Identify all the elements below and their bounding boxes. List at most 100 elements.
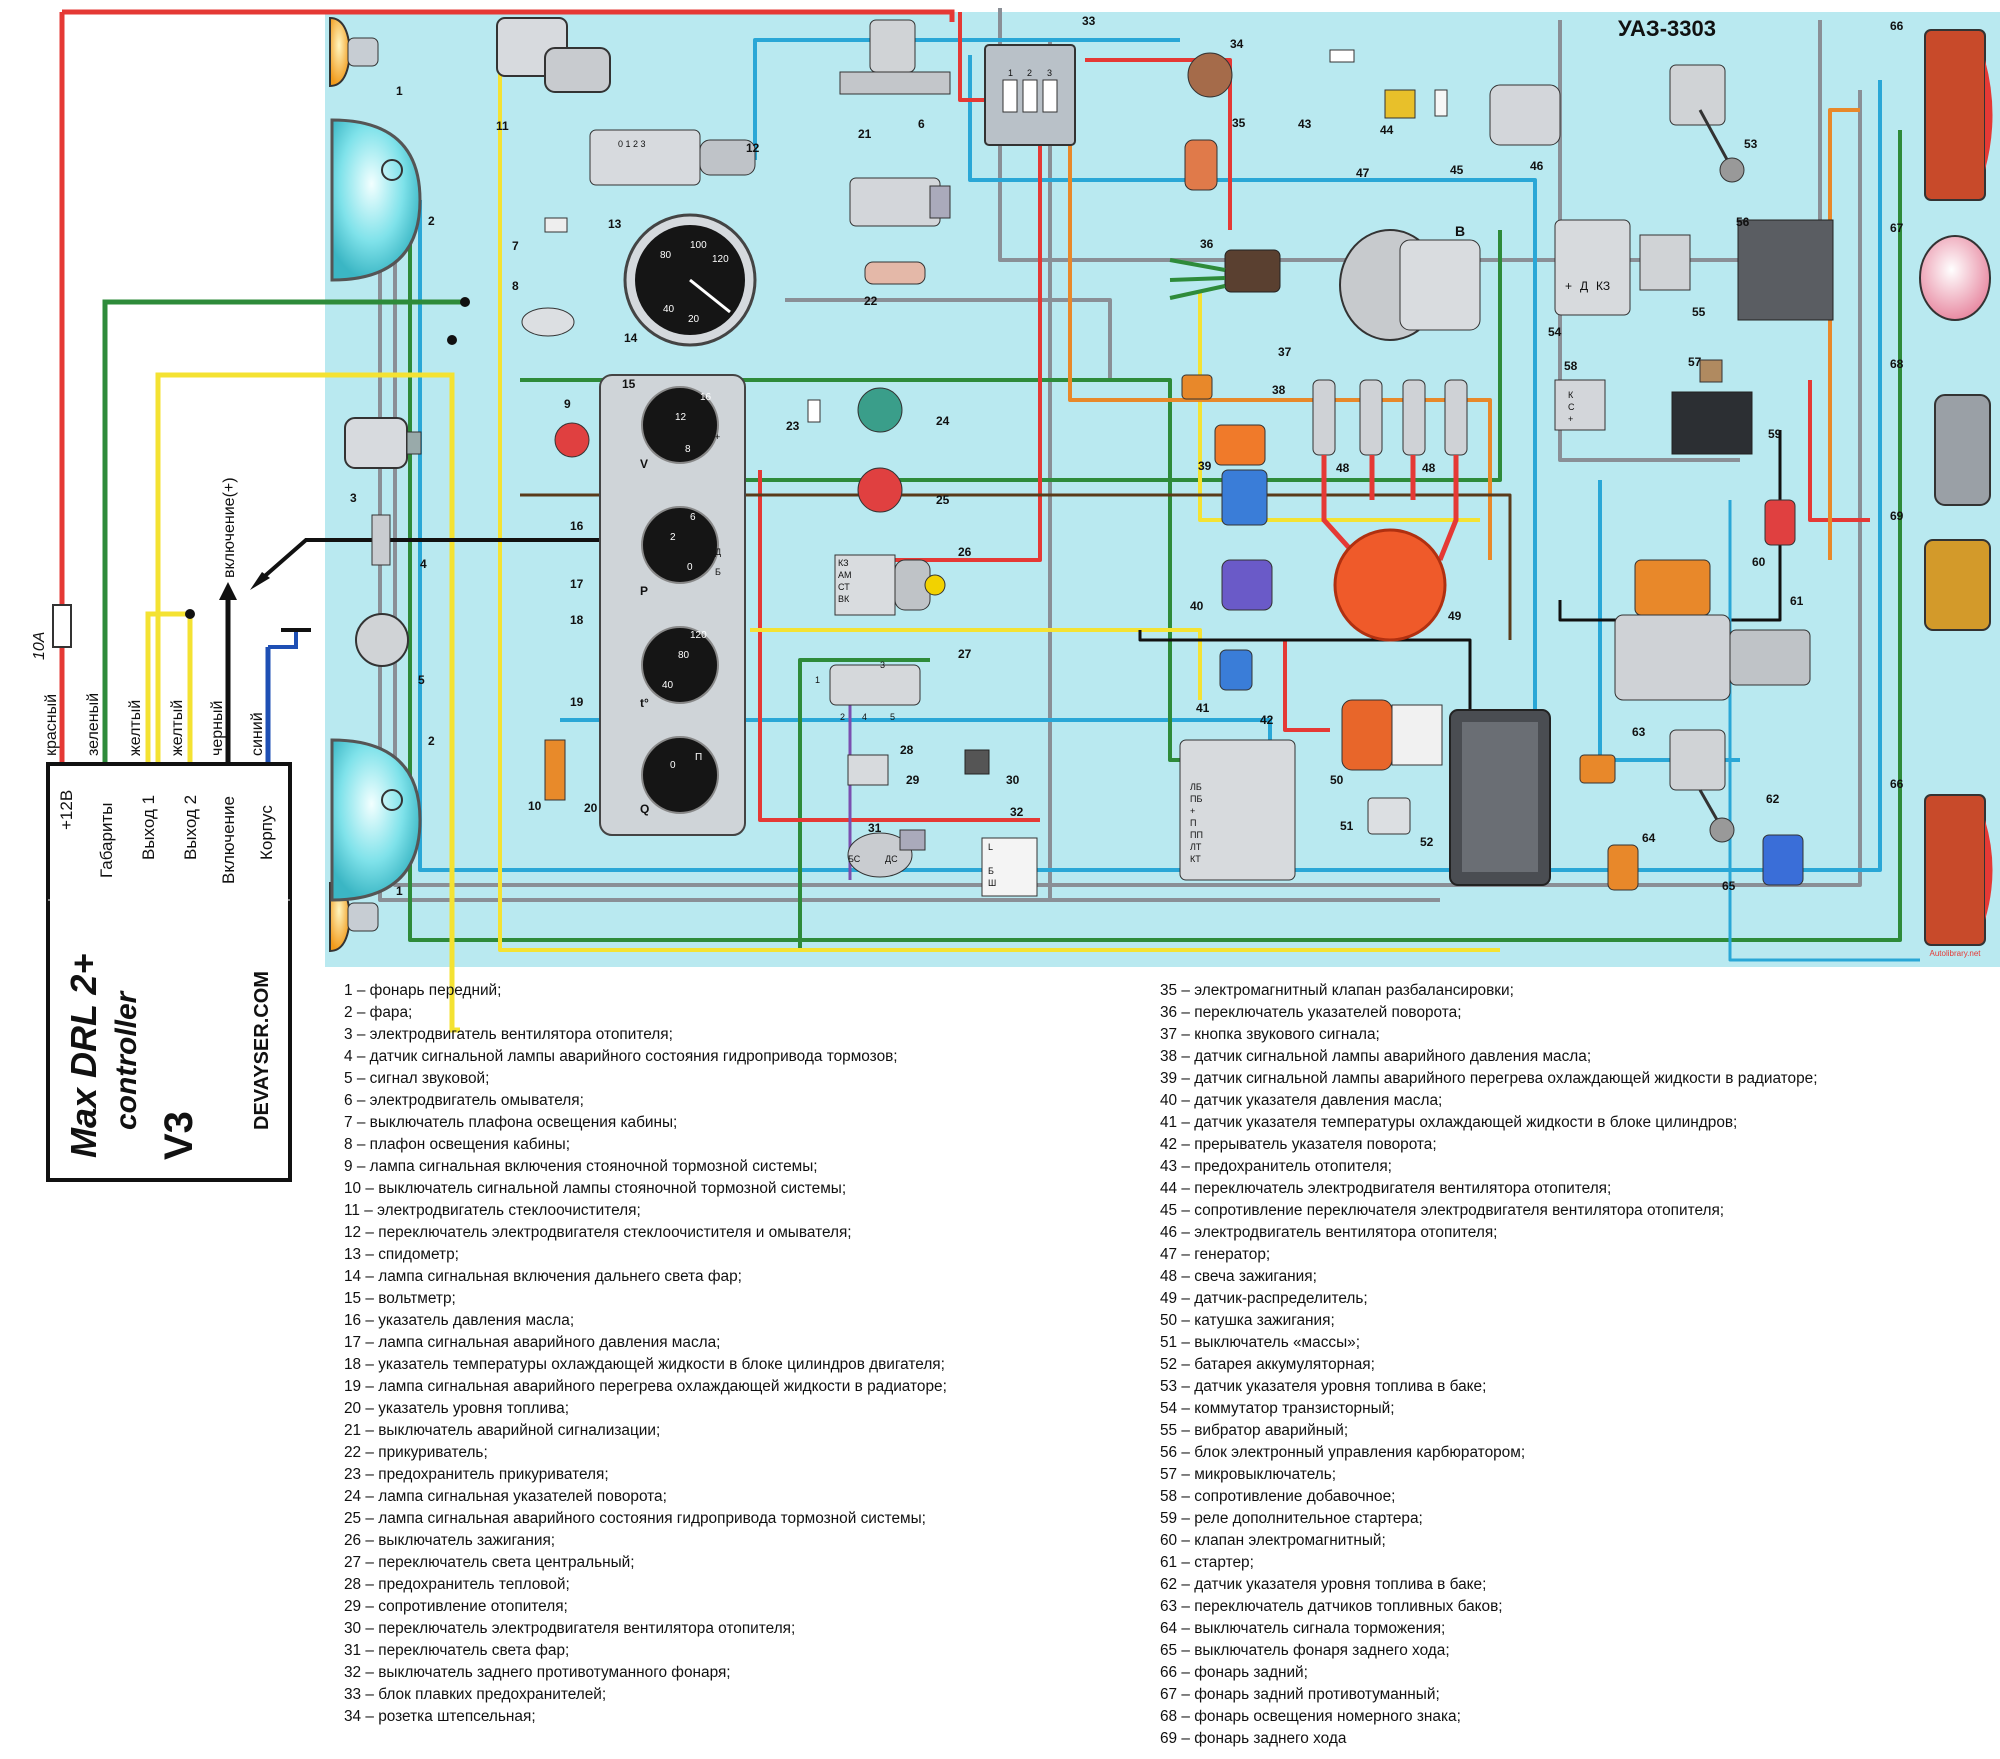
component-number: 64 bbox=[1642, 831, 1656, 845]
component-number: 37 bbox=[1278, 345, 1292, 359]
mass-switch bbox=[1367, 797, 1411, 835]
controller-name: Max DRL 2+ bbox=[63, 954, 104, 1158]
wire-yellow-long bbox=[155, 372, 460, 1033]
legend-item: 61 – стартер; bbox=[1160, 1554, 1254, 1571]
solenoid-valve-60 bbox=[1764, 499, 1796, 546]
temp-mark: 80 bbox=[678, 650, 690, 661]
controller-terminals: +12В Габариты Выход 1 Выход 2 Включение … bbox=[57, 790, 276, 884]
light-switch-pin: 2 bbox=[840, 712, 845, 722]
thermal-fuse bbox=[847, 754, 889, 786]
component-number: 36 bbox=[1200, 237, 1214, 251]
component-number: 24 bbox=[936, 414, 950, 428]
oil-pressure-sensor bbox=[1214, 424, 1266, 466]
generator bbox=[1339, 229, 1481, 341]
diagram-background bbox=[325, 12, 2000, 967]
component-number: 10 bbox=[528, 799, 542, 813]
wiper-switch bbox=[589, 129, 756, 186]
cabin-lamp bbox=[521, 307, 575, 337]
ign-pin: КЗ bbox=[838, 558, 849, 568]
legend-right: 35 – электромагнитный клапан разбалансир… bbox=[1160, 980, 1818, 1750]
component-number: 33 bbox=[1082, 14, 1096, 28]
legend-item: 22 – прикуриватель; bbox=[344, 1444, 488, 1461]
rear-lamp-bottom bbox=[1924, 794, 1993, 946]
controller-box bbox=[46, 762, 292, 1182]
component-number: 30 bbox=[1006, 773, 1020, 787]
brake-warning-lamp bbox=[857, 467, 903, 513]
light-switch-pin: 1 bbox=[815, 675, 820, 685]
component-number: 54 bbox=[1548, 325, 1562, 339]
component-number: 23 bbox=[786, 419, 800, 433]
heater-fan-switch bbox=[1384, 89, 1416, 119]
legend-item: 19 – лампа сигнальная аварийного перегре… bbox=[344, 1378, 947, 1395]
rear-fog-lamp bbox=[1919, 235, 1991, 321]
component-number: 1 bbox=[396, 84, 403, 98]
component-number: 48 bbox=[1422, 461, 1436, 475]
legend-item: 40 – датчик указателя давления масла; bbox=[1160, 1092, 1443, 1109]
gauge-letters: V Р t° Q bbox=[640, 457, 649, 816]
legend-item: 46 – электродвигатель вентилятора отопит… bbox=[1160, 1224, 1498, 1241]
temp-gauge-sensor bbox=[1219, 649, 1253, 691]
fuse-block-pin: 1 bbox=[1008, 68, 1013, 78]
headlight-switch bbox=[847, 829, 926, 878]
legend-item: 51 – выключатель «массы»; bbox=[1160, 1334, 1360, 1351]
component-number: 35 bbox=[1232, 116, 1246, 130]
fuel-mark: П bbox=[695, 752, 702, 763]
lighter-fuse bbox=[807, 399, 821, 423]
flasher-pin: ЛТ bbox=[1190, 842, 1202, 852]
heater-fuse bbox=[1329, 49, 1355, 63]
wire-label-green: зеленый bbox=[85, 693, 102, 756]
fuel-letter: Q bbox=[640, 802, 649, 816]
legend-item: 10 – выключатель сигнальной лампы стояно… bbox=[344, 1180, 847, 1197]
flasher-pin: ПБ bbox=[1190, 794, 1202, 804]
component-number: 50 bbox=[1330, 773, 1344, 787]
speedometer bbox=[623, 213, 757, 347]
wire-yellow-1 bbox=[145, 611, 190, 764]
component-number: 21 bbox=[858, 127, 872, 141]
legend-item: 8 – плафон освещения кабины; bbox=[344, 1136, 570, 1153]
heater-switch bbox=[964, 749, 990, 775]
overheat-sensor bbox=[1221, 469, 1268, 526]
component-number: 11 bbox=[496, 119, 509, 133]
legend-item: 6 – электродвигатель омывателя; bbox=[344, 1092, 584, 1109]
legend-item: 57 – микровыключатель; bbox=[1160, 1466, 1337, 1483]
ign-pin: СТ bbox=[838, 582, 850, 592]
terminal-parking: Габариты bbox=[97, 803, 116, 878]
component-number: 7 bbox=[512, 239, 519, 253]
voltmeter-mark: 8 bbox=[685, 444, 691, 455]
terminal-enable: Включение bbox=[219, 796, 238, 884]
legend-item: 1 – фонарь передний; bbox=[344, 982, 502, 999]
cabin-light-switch bbox=[544, 217, 568, 233]
component-number: 4 bbox=[420, 557, 427, 571]
legend-item: 33 – блок плавких предохранителей; bbox=[344, 1686, 607, 1703]
legend-item: 7 – выключатель плафона освещения кабины… bbox=[344, 1114, 678, 1131]
component-number: 57 bbox=[1688, 355, 1702, 369]
transistor-commutator bbox=[1554, 219, 1631, 316]
component-number: 52 bbox=[1420, 835, 1434, 849]
legend-item: 45 – сопротивление переключателя электро… bbox=[1160, 1202, 1725, 1219]
component-number: 29 bbox=[906, 773, 920, 787]
wire-junction bbox=[447, 335, 457, 345]
component-number: 26 bbox=[958, 545, 972, 559]
horn-button bbox=[1181, 374, 1213, 400]
legend-item: 12 – переключатель электродвигателя стек… bbox=[344, 1224, 852, 1241]
component-number: 68 bbox=[1890, 357, 1904, 371]
terminal-12v: +12В bbox=[57, 790, 76, 830]
oil-mark: 2 bbox=[670, 532, 676, 543]
component-number: 25 bbox=[936, 493, 950, 507]
controller-subtitle: controller bbox=[110, 989, 143, 1130]
legend-item: 26 – выключатель зажигания; bbox=[344, 1532, 556, 1549]
component-number: 2 bbox=[428, 734, 435, 748]
legend-item: 2 – фара; bbox=[344, 1004, 413, 1021]
component-number: 60 bbox=[1752, 555, 1766, 569]
flasher-pin: + bbox=[1190, 806, 1195, 816]
cigarette-lighter bbox=[864, 261, 926, 285]
gauge-terminal: Б bbox=[715, 567, 721, 577]
component-number: 61 bbox=[1790, 594, 1804, 608]
legend-item: 4 – датчик сигнальной лампы аварийного с… bbox=[344, 1048, 898, 1065]
fuse-block-pin: 2 bbox=[1027, 68, 1032, 78]
wiper-motor bbox=[496, 17, 611, 93]
legend-item: 13 – спидометр; bbox=[344, 1246, 459, 1263]
heater-resistor bbox=[1434, 89, 1448, 117]
legend-item: 55 – вибратор аварийный; bbox=[1160, 1422, 1349, 1439]
front-lamp-top bbox=[329, 16, 379, 88]
